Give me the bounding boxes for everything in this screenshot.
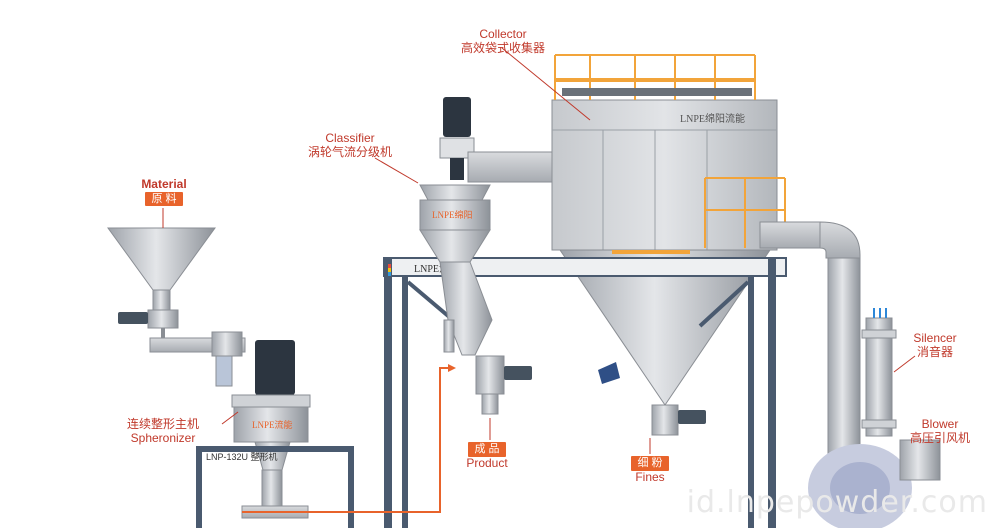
product-label: 成 品 Product (452, 442, 522, 470)
classifier (419, 97, 553, 415)
product-label-en: Product (466, 455, 508, 470)
classifier-label-cn: 涡轮气流分级机 (307, 144, 392, 159)
product-label-cn: 成 品 (468, 442, 506, 457)
spheronizer-frame (196, 446, 354, 528)
collector-side-platform (612, 177, 786, 254)
material-label: Material 原 料 (128, 177, 200, 207)
blower-label-en: Blower (921, 417, 959, 431)
material-label-en: Material (141, 177, 187, 191)
material-label-cn: 原 料 (145, 191, 183, 207)
fines-label-en: Fines (635, 469, 665, 484)
classifier-leader (374, 157, 419, 184)
blower-label: Blower 高压引风机 (895, 417, 985, 446)
silencer-leader (893, 355, 916, 373)
classifier-label: Classifier 涡轮气流分级机 (300, 131, 400, 160)
silencer-label-en: Silencer (913, 331, 957, 345)
spheronizer-label: 连续整形主机 Spheronizer (118, 417, 208, 446)
blower (808, 439, 941, 528)
watermark: id.lnpepowder.com (686, 485, 988, 520)
transfer-line (242, 367, 452, 513)
spheronizer-label-cn: 连续整形主机 (126, 417, 199, 431)
support-frame (383, 257, 787, 528)
classifier-label-en: Classifier (325, 131, 375, 145)
collector-label-cn: 高效袋式收集器 (460, 40, 545, 55)
silencer (861, 308, 897, 437)
fines-label: 细 粉 Fines (615, 456, 685, 484)
exhaust-duct (759, 221, 861, 479)
collector (551, 99, 778, 436)
fines-label-cn: 细 粉 (631, 456, 669, 471)
spheronizer (231, 340, 311, 519)
feed-hopper (107, 227, 246, 387)
collector-top-rail (554, 54, 756, 100)
classifier-brand: LNPE绵阳 (432, 209, 473, 220)
blower-label-cn: 高压引风机 (909, 430, 970, 445)
spheronizer-label-en: Spheronizer (130, 430, 196, 445)
spheronizer-leader (221, 411, 239, 425)
spheronizer-brand: LNPE流能 (252, 419, 293, 430)
collector-label-en: Collector (479, 27, 527, 41)
collector-leader (501, 47, 591, 121)
silencer-label-cn: 消音器 (916, 344, 953, 359)
spheronizer-model: LNP-132U 整形机 (206, 451, 278, 462)
collector-brand: LNPE绵阳流能 (680, 112, 745, 125)
silencer-label: Silencer 消音器 (895, 331, 975, 360)
collector-label: Collector 高效袋式收集器 (433, 27, 573, 56)
transfer-arrow (448, 364, 456, 372)
